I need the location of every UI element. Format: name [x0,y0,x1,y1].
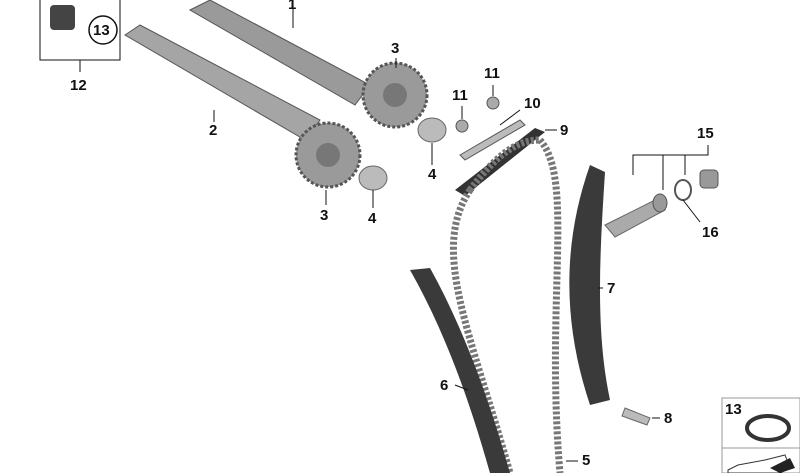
sprocket-3-upper [361,58,429,129]
guide-rail-6 [410,268,510,473]
chain-tensioner-15 [604,145,719,238]
callout-11-left: 11 [452,87,468,104]
callout-10: 10 [524,95,541,112]
inset-box-13 [721,397,800,473]
callout-11-right: 11 [484,65,500,82]
camshaft-2 [124,24,321,141]
sprocket-3-lower [294,121,362,205]
callout-3-lower: 3 [320,207,329,224]
camshaft-1 [188,0,371,106]
callout-5: 5 [582,452,591,469]
callout-12: 12 [70,77,87,94]
callout-16: 16 [702,224,719,241]
callout-7: 7 [607,280,616,297]
tensioner-rail-7 [569,165,660,426]
callout-4-lower: 4 [368,210,377,227]
callout-8: 8 [664,410,673,427]
callout-13-inset: 13 [725,401,742,418]
sensor-part-12 [39,0,121,72]
callout-9: 9 [560,122,569,139]
callout-2: 2 [209,122,218,139]
callout-13-circled: 13 [93,22,110,39]
callout-3-upper: 3 [391,40,400,57]
callout-6: 6 [440,377,449,394]
bolt-4 [358,117,447,208]
callout-1: 1 [288,0,297,13]
timing-chain-5 [449,136,578,473]
callout-15: 15 [697,125,714,142]
callout-4-upper: 4 [428,166,437,183]
